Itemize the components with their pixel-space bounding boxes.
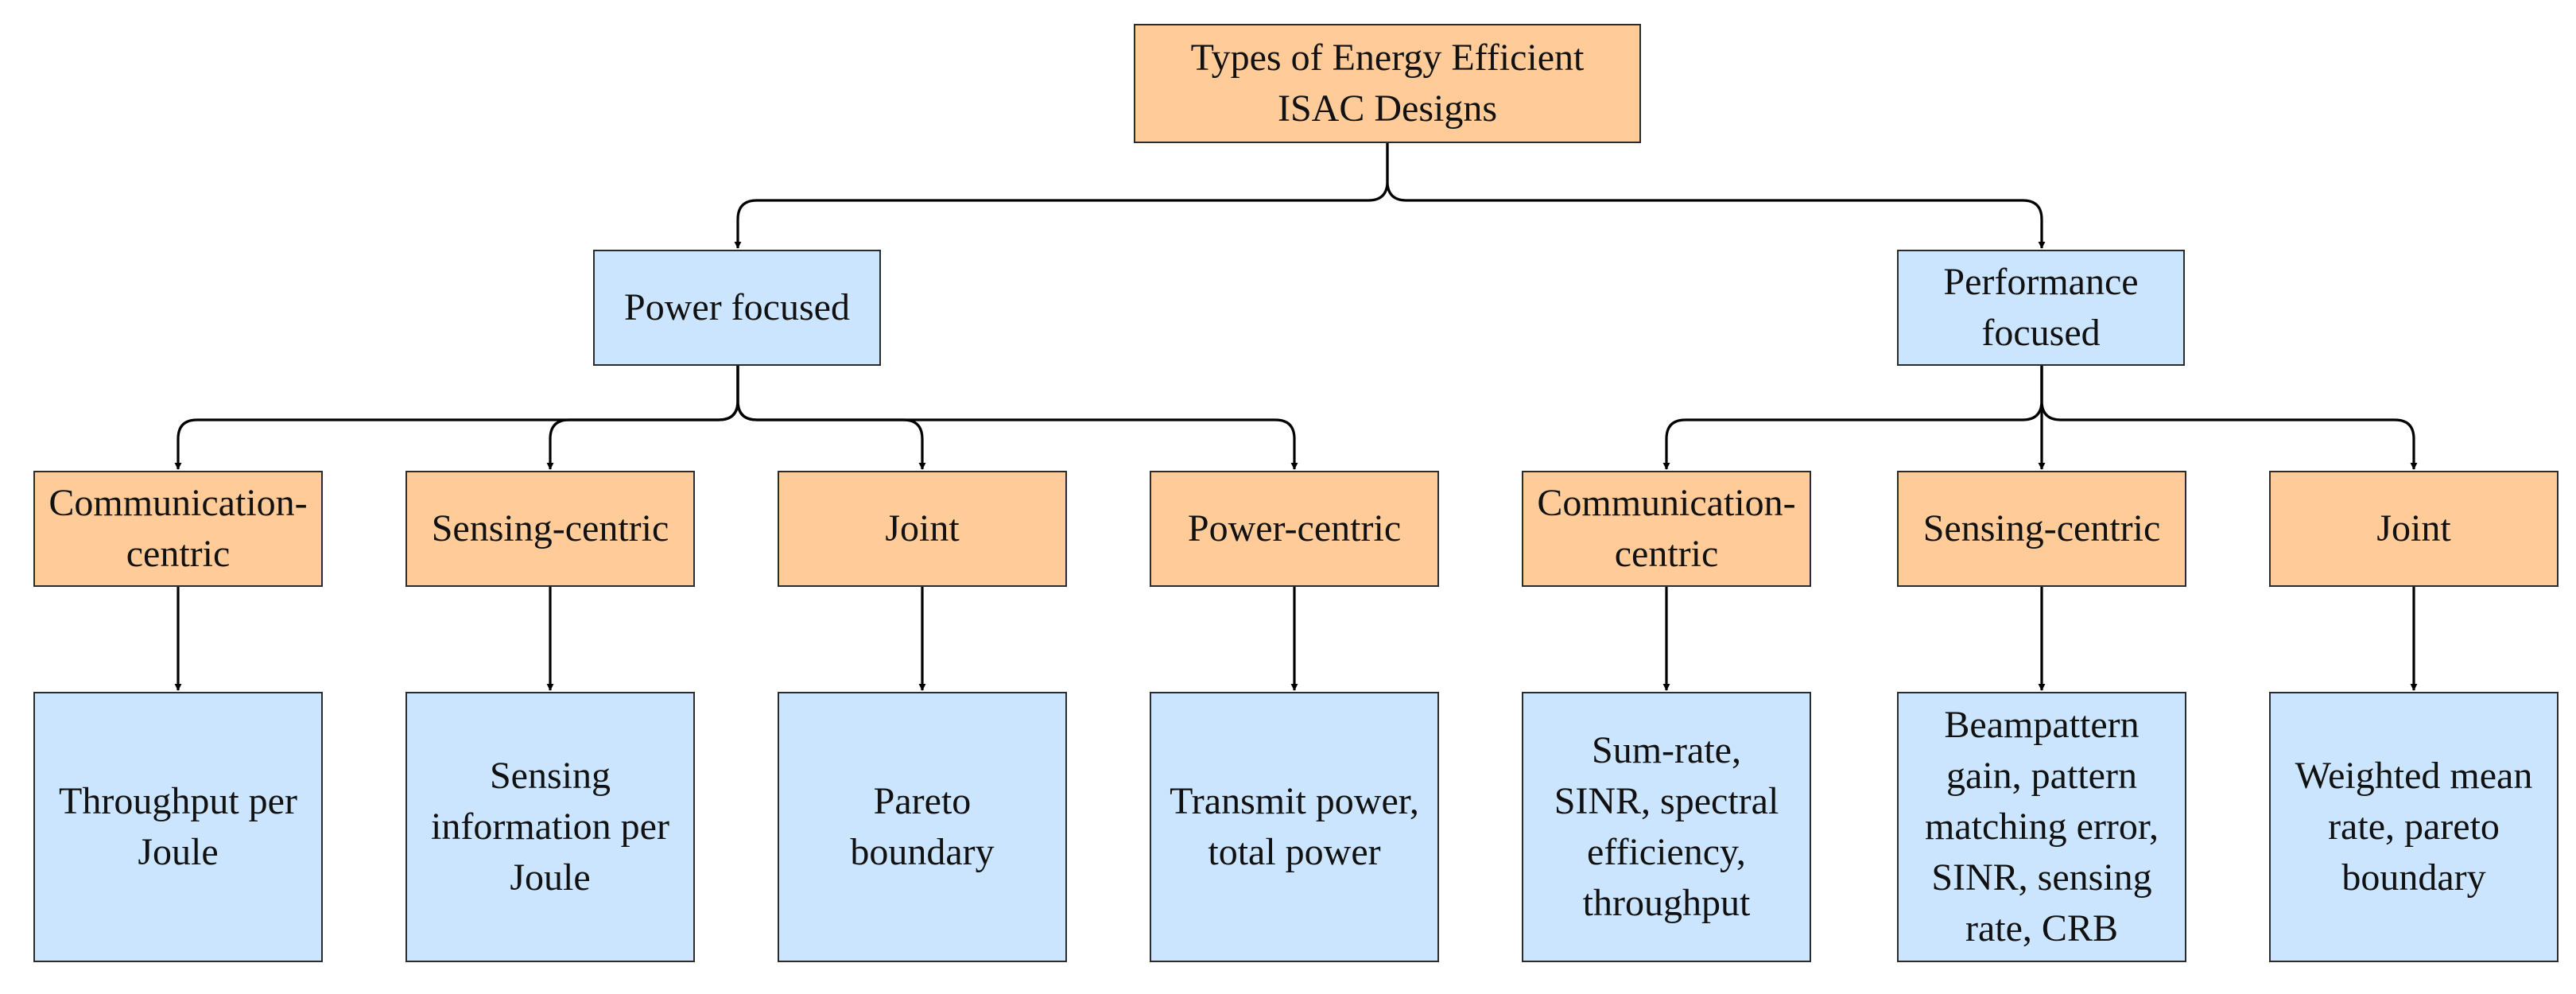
branch-performance-focused: Performance focused <box>1897 250 2185 366</box>
root-node: Types of Energy Efficient ISAC Designs <box>1134 24 1641 143</box>
edge-root-to-performance-focused <box>1386 143 2046 249</box>
metric-pareto-boundary: Pareto boundary <box>778 692 1067 962</box>
category-sensing-centric-power: Sensing-centric <box>405 471 695 587</box>
category-joint-power: Joint <box>778 471 1067 587</box>
metric-weighted-mean-rate: Weighted mean rate, pareto boundary <box>2269 692 2559 962</box>
category-communication-centric-power: Communication- centric <box>33 471 323 587</box>
edge-power-to-joint <box>736 366 926 470</box>
category-joint-performance: Joint <box>2269 471 2559 587</box>
branch-power-focused: Power focused <box>593 250 881 366</box>
edge-power-to-communication-centric <box>174 366 739 470</box>
metric-sum-rate-sinr: Sum-rate, SINR, spectral efficiency, thr… <box>1522 692 1811 962</box>
edge-performance-to-communication-centric <box>1662 366 2043 470</box>
category-sensing-centric-performance: Sensing-centric <box>1897 471 2186 587</box>
category-power-centric: Power-centric <box>1150 471 1439 587</box>
edge-root-to-power-focused <box>734 143 1389 249</box>
edge-power-to-sensing-centric <box>546 366 739 470</box>
metric-throughput-per-joule: Throughput per Joule <box>33 692 323 962</box>
category-communication-centric-performance: Communication- centric <box>1522 471 1811 587</box>
edge-performance-to-joint <box>2040 366 2418 470</box>
metric-sensing-information-per-joule: Sensing information per Joule <box>405 692 695 962</box>
metric-transmit-total-power: Transmit power, total power <box>1150 692 1439 962</box>
edge-power-to-power-centric <box>736 366 1298 470</box>
metric-beampattern-gain: Beampattern gain, pattern matching error… <box>1897 692 2186 962</box>
